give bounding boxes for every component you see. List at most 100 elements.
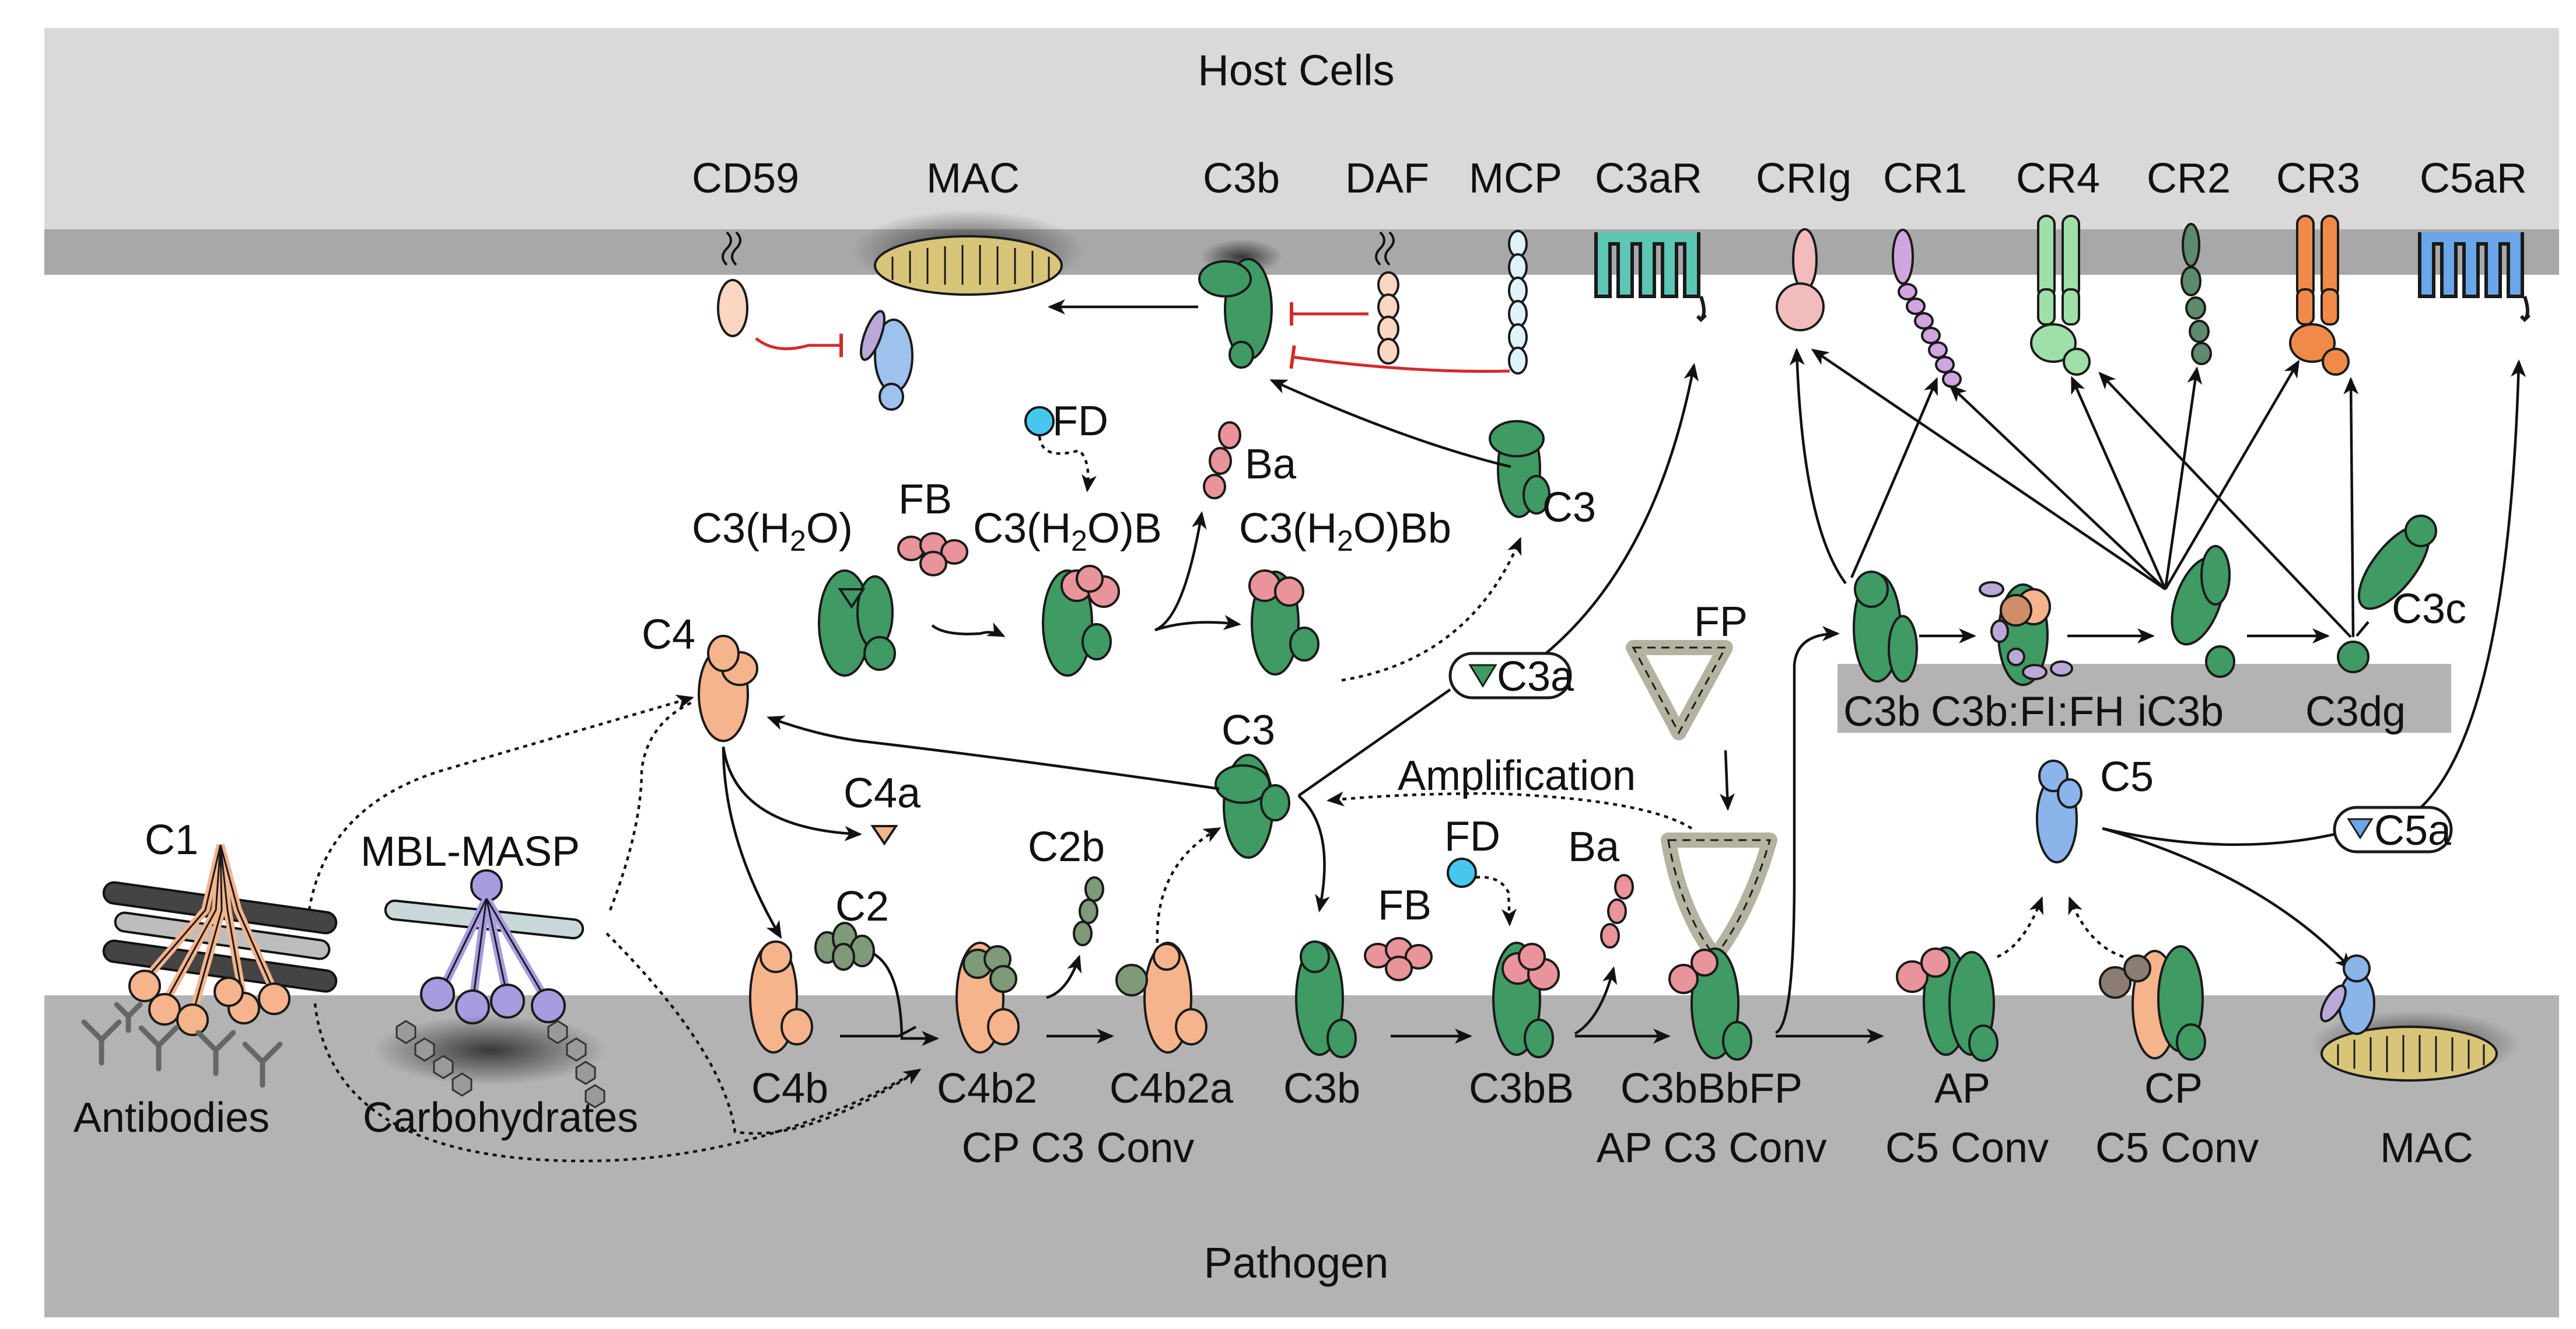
fd-tickover-label: FD <box>1052 398 1108 445</box>
ap-c3-conv-label: AP C3 Conv <box>1597 1125 1827 1171</box>
c3c-fragment <box>2357 515 2437 610</box>
c4-molecule <box>698 635 758 742</box>
c3b-fi-fh-label: C3b:FI:FH <box>1931 688 2124 735</box>
c3bbbfp-label: C3bBbFP <box>1620 1065 1803 1112</box>
c5ar-label: C5aR <box>2420 155 2527 202</box>
fp-to-complex-arrow <box>1719 750 1735 811</box>
c2-label: C2 <box>835 883 889 930</box>
c4b2a-label: C4b2a <box>1110 1065 1234 1112</box>
mac-host-complex <box>852 210 1085 411</box>
fb-lower-label: FB <box>1378 882 1432 929</box>
c3b-host-protein <box>1198 239 1282 369</box>
mcp-inhibits-c3b <box>1289 345 1510 373</box>
c3b-deg-label: C3b <box>1843 688 1920 735</box>
c1-label: C1 <box>145 817 198 863</box>
c3b-to-crig-arrow <box>1789 348 1847 585</box>
cd59-inhibits-mac <box>755 334 843 357</box>
cr3-receptor <box>2289 215 2350 376</box>
fb-tickover-molecule <box>897 532 968 576</box>
fp-label: FP <box>1694 599 1748 645</box>
ic3b-label: iC3b <box>2137 688 2224 735</box>
c5a-label: C5a <box>2374 807 2452 854</box>
c3-middle-label: C3 <box>1222 707 1275 754</box>
c3-upper-to-c3b-host-arrow <box>1269 379 1511 468</box>
c4b2-to-c2b-arrow <box>1046 954 1082 999</box>
c3h2ob-label: C3(H2O)B <box>973 505 1162 557</box>
c3b-fi-fh-complex <box>1979 581 2073 686</box>
cp-c5-to-c5-dotted <box>2068 896 2124 959</box>
daf-label: DAF <box>1345 155 1429 202</box>
c2-to-c4b2-arrow <box>872 952 939 1046</box>
c3a-to-c3ar-arrow <box>1545 363 1699 655</box>
c3b-host-label: C3b <box>1203 155 1280 202</box>
ic3b-to-crig-arrow <box>1811 348 2166 590</box>
mbl-to-c4-dotted <box>608 701 692 911</box>
c3h2o-to-c3h2ob-arrow <box>931 622 1006 638</box>
fp-ring-upper <box>1626 640 1733 740</box>
c3h2obb-to-c3-dotted <box>1341 537 1522 682</box>
c4b2a-surface-molecule <box>1115 942 1208 1054</box>
amplification-label: Amplification <box>1398 753 1636 799</box>
c3-middle-molecule <box>1214 754 1290 859</box>
c2-molecule <box>814 922 875 971</box>
cr2-label: CR2 <box>2147 155 2231 202</box>
fd-lower-arrow <box>1475 876 1517 926</box>
mbl-masp-label: MBL-MASP <box>360 828 580 875</box>
c3dg-molecule <box>2337 641 2370 673</box>
cr2-receptor <box>2180 223 2212 365</box>
c3-upper-molecule <box>1489 420 1550 518</box>
c5-label: C5 <box>2100 754 2154 800</box>
c3bb-label: C3bB <box>1469 1065 1574 1112</box>
mcp-label: MCP <box>1469 155 1562 202</box>
ic3b-to-cr1-arrow <box>1949 384 2166 590</box>
host-labels: CD59 MAC C3b DAF MCP C3aR CRIg CR1 CR4 C… <box>692 155 2527 202</box>
ba-lower-label: Ba <box>1568 824 1620 870</box>
c4-label: C4 <box>642 611 695 658</box>
ic3b-to-cr4-arrow <box>2070 376 2167 590</box>
c3b-deg-molecule <box>1853 571 1918 683</box>
c4a-label: C4a <box>844 770 921 817</box>
c3b-to-cr1-arrow <box>1850 377 1938 578</box>
ic3b-to-cr2-arrow <box>2164 366 2203 590</box>
fb-tickover-label: FB <box>898 476 952 523</box>
carbohydrates-label: Carbohydrates <box>363 1094 638 1141</box>
c3-middle-to-c4-arrow <box>766 715 1220 791</box>
ap-conv-to-c3b-deg-arrow <box>1774 626 1840 1034</box>
cr4-receptor <box>2030 215 2091 376</box>
cr1-receptor <box>1892 229 1962 388</box>
ap-label: AP <box>1934 1065 1990 1112</box>
cr4-label: CR4 <box>2016 155 2100 202</box>
c2b-label: C2b <box>1028 824 1105 870</box>
c3-middle-to-c3a-arrow <box>1297 688 1451 797</box>
c4a-fragment <box>870 825 898 846</box>
c4b2-surface-molecule <box>956 942 1020 1054</box>
c3bb-surface-molecule <box>1492 942 1560 1058</box>
c1-complex <box>102 844 338 1036</box>
mac-pathogen-complex <box>2310 954 2520 1082</box>
ic3b-molecule <box>2171 545 2235 678</box>
host-cell-region <box>44 28 2559 229</box>
c5-to-mac-arrow <box>2102 827 2353 970</box>
carbohydrates-icon <box>373 1015 607 1108</box>
c1-to-c4b2-dotted <box>313 1003 921 1163</box>
crig-label: CRIg <box>1756 155 1852 202</box>
fd-tickover-arrow <box>1038 436 1097 492</box>
ic3b-to-cr3-arrow <box>2164 359 2300 590</box>
ba-lower-fragment <box>1600 874 1634 949</box>
c3a-pill: C3a <box>1448 652 1574 700</box>
ba-tickover-label: Ba <box>1245 441 1297 488</box>
cd59-protein <box>717 231 748 337</box>
pathogen-title: Pathogen <box>1204 1239 1389 1287</box>
c3-middle-to-c3b-surface-arrow <box>1297 795 1330 912</box>
c3h2ob-to-c3h2obb-arrow <box>1154 615 1241 632</box>
fb-lower-molecule <box>1364 937 1433 981</box>
host-membrane <box>44 229 2559 275</box>
c3b-surface-label: C3b <box>1283 1065 1360 1112</box>
cp-c3-conv-label: CP C3 Conv <box>962 1125 1195 1171</box>
ap-c5-to-c5-dotted <box>1997 896 2044 959</box>
antibodies-icon <box>81 1002 283 1088</box>
c4b2a-to-c3-dotted <box>1156 827 1222 943</box>
c3bbbfp-surface-molecule <box>1668 947 1752 1061</box>
c2b-fragment <box>1073 876 1104 946</box>
daf-protein <box>1375 231 1399 365</box>
